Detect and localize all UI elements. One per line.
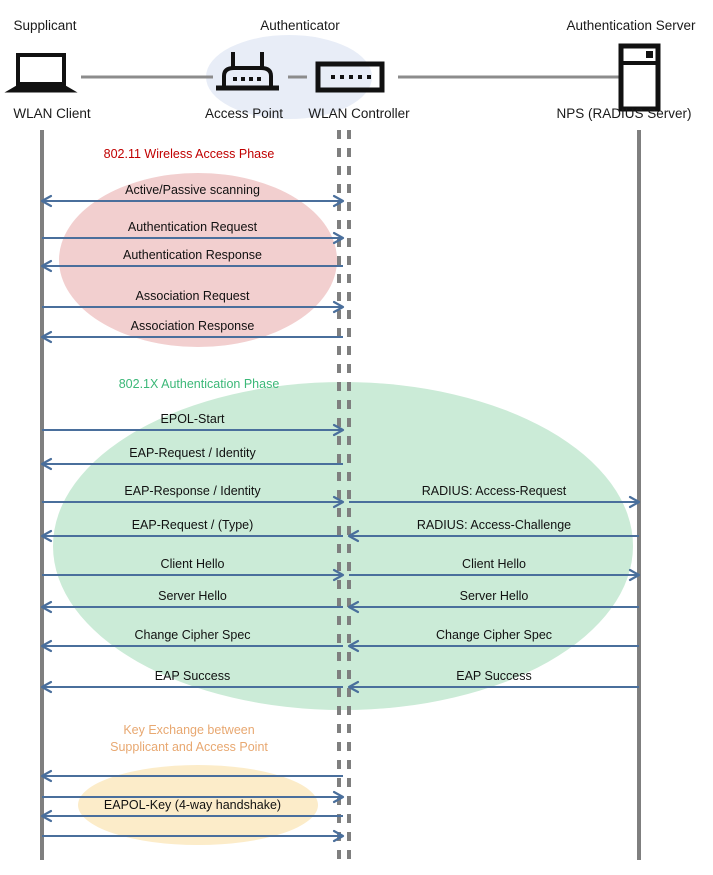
message-label: EAP-Request / (Type): [131, 518, 254, 532]
message-arrow: [349, 495, 641, 509]
message-arrow: [42, 568, 345, 582]
message-label: Association Response: [130, 319, 255, 333]
message-label: Association Request: [135, 289, 250, 303]
message-arrow: [40, 680, 343, 694]
actor-role-label: Authentication Server: [566, 18, 696, 33]
message-arrow: [42, 231, 345, 245]
message-arrow: [349, 568, 641, 582]
phase-80211-ellipse: [59, 173, 337, 347]
message-label: Client Hello: [160, 557, 225, 571]
message-arrow: [40, 769, 343, 783]
message-label: Authentication Request: [127, 220, 258, 234]
server-icon: [618, 43, 661, 112]
message-arrow: [40, 529, 343, 543]
message-arrow: [40, 259, 343, 273]
message-label: Server Hello: [158, 589, 227, 603]
actor-device-label: WLAN Client: [13, 106, 91, 121]
message-arrow: [347, 529, 639, 543]
phase-key-exchange-ellipse: [78, 765, 318, 845]
actor-device-label: WLAN Controller: [308, 106, 410, 121]
laptop-icon: [4, 53, 78, 93]
message-label: Change Cipher Spec: [435, 628, 553, 642]
actor-role-label: Authenticator: [260, 18, 340, 33]
message-label: EPOL-Start: [160, 412, 225, 426]
message-arrow: [42, 495, 345, 509]
message-label: RADIUS: Access-Challenge: [416, 518, 572, 532]
message-arrow: [347, 639, 639, 653]
message-arrow: [40, 600, 343, 614]
message-label: Active/Passive scanning: [125, 183, 260, 197]
message-label: RADIUS: Access-Request: [421, 484, 567, 498]
message-label: EAP-Request / Identity: [129, 446, 256, 460]
message-arrow: [42, 790, 345, 804]
message-label: EAP-Response / Identity: [124, 484, 261, 498]
phase-80211-label: 802.11 Wireless Access Phase: [103, 147, 275, 161]
message-label: Client Hello: [462, 557, 526, 571]
wlan-controller-icon: [315, 61, 385, 93]
message-arrow: [347, 680, 639, 694]
message-label: Server Hello: [459, 589, 529, 603]
message-label: EAP Success: [154, 669, 231, 683]
actor-device-label: NPS (RADIUS Server): [556, 106, 692, 121]
actor-device-label: Access Point: [204, 106, 284, 121]
message-label: Change Cipher Spec: [134, 628, 251, 642]
message-arrow: [40, 809, 343, 823]
message-arrow: [347, 600, 639, 614]
message-arrow: [40, 639, 343, 653]
message-arrow: [42, 423, 345, 437]
message-label: EAP Success: [456, 669, 532, 683]
message-arrow: [42, 300, 345, 314]
phase-8021x-label: 802.1X Authentication Phase: [118, 377, 280, 391]
access-point-icon: [216, 52, 279, 91]
message-arrow: [40, 194, 345, 208]
message-label: Authentication Response: [123, 248, 262, 262]
message-arrow: [40, 457, 343, 471]
actor-role-label: Supplicant: [13, 18, 77, 33]
message-arrow: [42, 829, 345, 843]
message-label: EAPOL-Key (4-way handshake): [103, 798, 282, 812]
message-arrow: [40, 330, 343, 344]
